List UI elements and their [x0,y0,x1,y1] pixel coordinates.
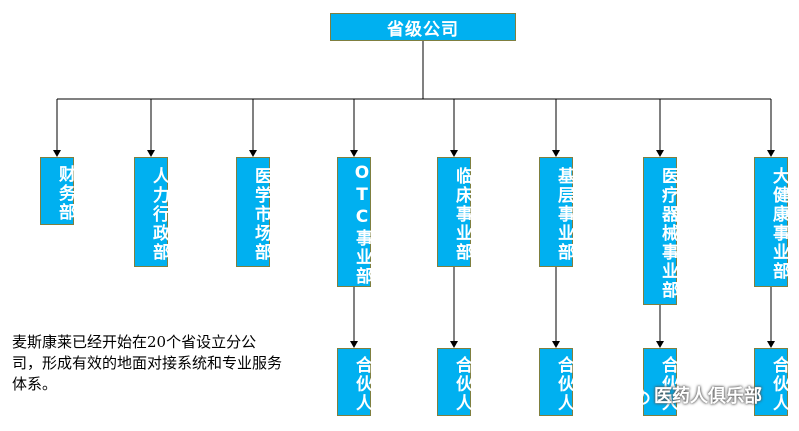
description-note: 麦斯康莱已经开始在20个省设立分公司，形成有效的地面对接系统和专业服务体系。 [12,333,283,393]
dept-label: 医疗器械事业部 [658,166,678,300]
partner-label: 合伙人 [554,355,574,413]
dept-node-otc: OTC事业部 [337,157,372,287]
dept-label: 基层事业部 [554,166,574,262]
root-node-label: 省级公司 [387,19,459,40]
dept-label: 临床事业部 [452,166,472,262]
dept-node-finance: 财务部 [40,157,75,225]
partner-label: 合伙人 [769,355,789,413]
dept-label: OTC事业部 [352,162,372,286]
partner-node-big-health: 合伙人 [754,348,789,416]
dept-node-big-health: 大健康事业部 [754,157,789,287]
dept-label: 医学市场部 [251,166,271,262]
wechat-icon [624,384,650,406]
dept-label: 财务部 [55,164,75,222]
dept-label: 人力行政部 [149,166,169,262]
partner-node-medical-devices: 合伙人 [643,348,678,416]
watermark-text: 医药人俱乐部 [654,386,762,407]
partner-node-clinical: 合伙人 [437,348,472,416]
dept-node-hr-admin: 人力行政部 [134,157,169,267]
dept-label: 大健康事业部 [769,167,789,281]
dept-node-clinical: 临床事业部 [437,157,472,267]
partner-label: 合伙人 [452,355,472,413]
partner-node-otc: 合伙人 [337,348,372,416]
dept-node-medical-marketing: 医学市场部 [236,157,271,267]
dept-node-medical-devices: 医疗器械事业部 [643,157,678,305]
partner-node-primary-care: 合伙人 [539,348,574,416]
dept-node-primary-care: 基层事业部 [539,157,574,267]
partner-label: 合伙人 [352,355,372,413]
root-node-provincial-company: 省级公司 [330,13,516,41]
partner-label: 合伙人 [658,355,678,413]
watermark: 医药人俱乐部 [624,382,762,408]
